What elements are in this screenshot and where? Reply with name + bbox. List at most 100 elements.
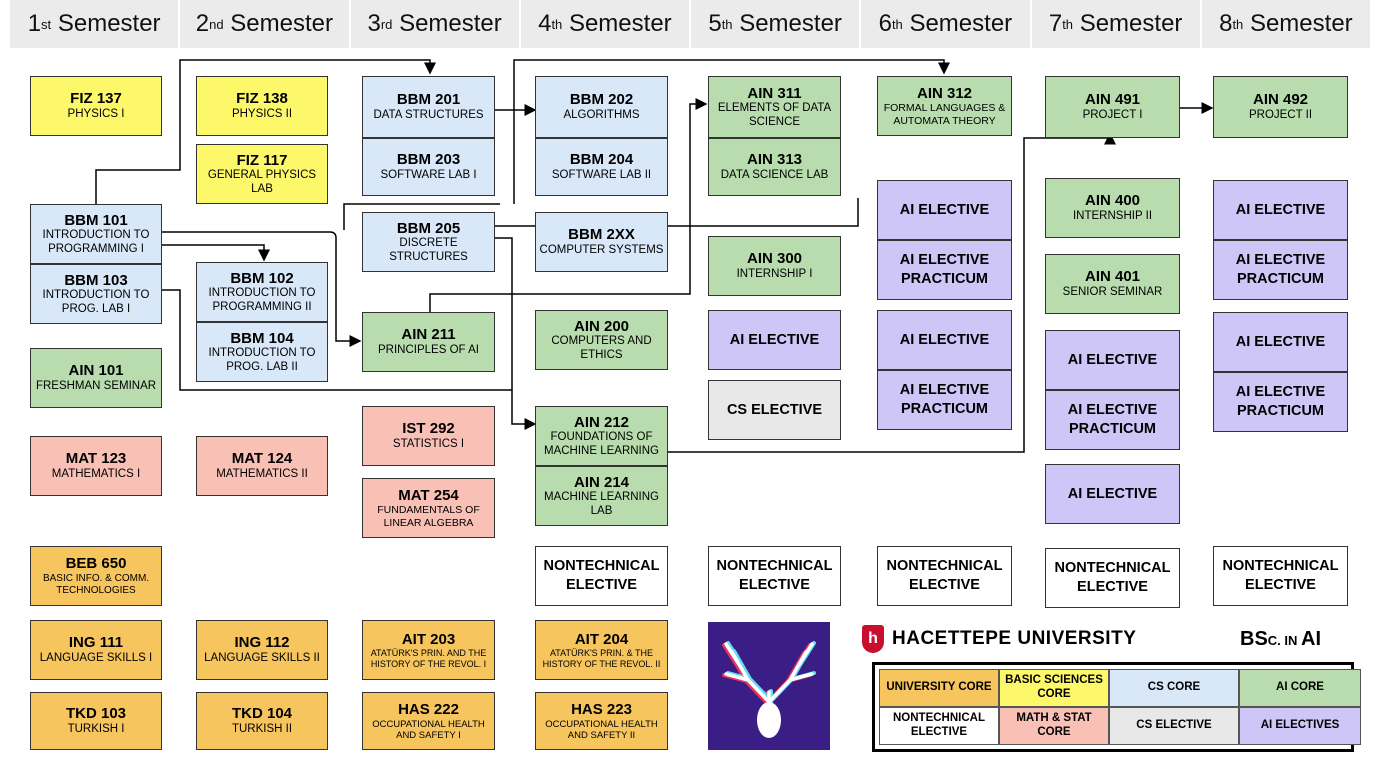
course-beb650[interactable]: BEB 650 BASIC INFO. & COMM. TECHNOLOGIES: [30, 546, 162, 606]
course-ait204[interactable]: AIT 204 ATATÜRK'S PRIN. & THE HISTORY OF…: [535, 620, 668, 680]
course-title: COMPUTERS AND ETHICS: [551, 335, 652, 361]
course-code: AIN 212: [573, 413, 630, 431]
deer-antler-icon: [708, 622, 830, 750]
course-mat254[interactable]: MAT 254 FUNDAMENTALS OF LINEAR ALGEBRA: [362, 478, 495, 538]
ai-elective-practicum-8a[interactable]: AI ELECTIVE PRACTICUM: [1213, 240, 1348, 300]
course-ain492[interactable]: AIN 492 PROJECT II: [1213, 76, 1348, 138]
course-title: MATHEMATICS I: [51, 468, 141, 481]
course-ait203[interactable]: AIT 203 ATATÜRK'S PRIN. AND THE HISTORY …: [362, 620, 495, 680]
ai-elective-practicum-6b[interactable]: AI ELECTIVE PRACTICUM: [877, 370, 1012, 430]
ai-elective-practicum-7[interactable]: AI ELECTIVE PRACTICUM: [1045, 390, 1180, 450]
course-tkd104[interactable]: TKD 104 TURKISH II: [196, 692, 328, 750]
course-bbm201[interactable]: BBM 201 DATA STRUCTURES: [362, 76, 495, 138]
course-fiz138[interactable]: FIZ 138 PHYSICS II: [196, 76, 328, 136]
course-ain200[interactable]: AIN 200 COMPUTERS AND ETHICS: [535, 310, 668, 370]
course-tkd103[interactable]: TKD 103 TURKISH I: [30, 692, 162, 750]
elective-label: AI ELECTIVE: [1235, 201, 1326, 218]
ai-elective-8b[interactable]: AI ELECTIVE: [1213, 312, 1348, 372]
course-code: HAS 222: [398, 700, 459, 718]
course-title: DATA STRUCTURES: [373, 109, 484, 122]
course-bbm103[interactable]: BBM 103 INTRODUCTION TO PROG. LAB I: [30, 264, 162, 324]
ai-elective-7a[interactable]: AI ELECTIVE: [1045, 330, 1180, 390]
arrow-bbm103-ain212: [162, 289, 537, 430]
course-title: ALGORITHMS: [563, 109, 640, 122]
course-title: INTRODUCTION TO PROGRAMMING II: [208, 287, 316, 313]
course-code: AIN 300: [746, 250, 803, 268]
ai-elective-5[interactable]: AI ELECTIVE: [708, 310, 841, 370]
course-ain300[interactable]: AIN 300 INTERNSHIP I: [708, 236, 841, 296]
course-mat124[interactable]: MAT 124 MATHEMATICS II: [196, 436, 328, 496]
course-title: LANGUAGE SKILLS I: [39, 652, 153, 665]
cs-elective-5[interactable]: CS ELECTIVE: [708, 380, 841, 440]
legend-cs-core: CS CORE: [1109, 669, 1239, 707]
nontechnical-elective-4[interactable]: NONTECHNICAL ELECTIVE: [535, 546, 668, 606]
course-title: TURKISH II: [231, 723, 293, 736]
course-code: AIN 101: [68, 362, 124, 380]
course-has222[interactable]: HAS 222 OCCUPATIONAL HEALTH AND SAFETY I: [362, 692, 495, 750]
course-code: AIN 400: [1084, 192, 1141, 210]
arrow-bbm101-bbm102: [162, 244, 270, 262]
course-bbm2xx[interactable]: BBM 2XX COMPUTER SYSTEMS: [535, 212, 668, 272]
elective-label: AI ELECTIVE: [1067, 351, 1158, 368]
course-code: MAT 123: [65, 450, 127, 468]
course-code: TKD 103: [65, 705, 127, 723]
course-ain313[interactable]: AIN 313 DATA SCIENCE LAB: [708, 138, 841, 196]
nontechnical-elective-8[interactable]: NONTECHNICAL ELECTIVE: [1213, 546, 1348, 606]
ai-elective-8a[interactable]: AI ELECTIVE: [1213, 180, 1348, 240]
course-title: ATATÜRK'S PRIN. AND THE HISTORY OF THE R…: [370, 648, 487, 669]
course-bbm204[interactable]: BBM 204 SOFTWARE LAB II: [535, 138, 668, 196]
course-ain101[interactable]: AIN 101 FRESHMAN SEMINAR: [30, 348, 162, 408]
course-ist292[interactable]: IST 292 STATISTICS I: [362, 406, 495, 466]
legend-cs-elective: CS ELECTIVE: [1109, 707, 1239, 745]
course-bbm202[interactable]: BBM 202 ALGORITHMS: [535, 76, 668, 138]
course-ain311[interactable]: AIN 311 ELEMENTS OF DATA SCIENCE: [708, 76, 841, 138]
legend-math-stat-core: MATH & STAT CORE: [999, 707, 1109, 745]
course-fiz137[interactable]: FIZ 137 PHYSICS I: [30, 76, 162, 136]
course-title: PRINCIPLES OF AI: [378, 344, 479, 357]
arrow-ain201-ain312: [513, 59, 950, 204]
course-ain214[interactable]: AIN 214 MACHINE LEARNING LAB: [535, 466, 668, 526]
course-code: AIN 491: [1084, 91, 1141, 109]
course-ing112[interactable]: ING 112 LANGUAGE SKILLS II: [196, 620, 328, 680]
course-fiz117[interactable]: FIZ 117 GENERAL PHYSICS LAB: [196, 144, 328, 204]
course-ain401[interactable]: AIN 401 SENIOR SEMINAR: [1045, 254, 1180, 314]
ai-elective-practicum-6a[interactable]: AI ELECTIVE PRACTICUM: [877, 240, 1012, 300]
course-ain400[interactable]: AIN 400 INTERNSHIP II: [1045, 178, 1180, 238]
course-bbm102[interactable]: BBM 102 INTRODUCTION TO PROGRAMMING II: [196, 262, 328, 322]
course-ain312[interactable]: AIN 312 FORMAL LANGUAGES & AUTOMATA THEO…: [877, 76, 1012, 136]
elective-label: AI ELECTIVE PRACTICUM: [899, 252, 990, 287]
course-mat123[interactable]: MAT 123 MATHEMATICS I: [30, 436, 162, 496]
course-ing111[interactable]: ING 111 LANGUAGE SKILLS I: [30, 620, 162, 680]
course-code: FIZ 138: [236, 90, 288, 108]
arrow-bbm101-bbm201: [95, 59, 436, 204]
elective-label: AI ELECTIVE: [899, 201, 990, 218]
arrow-to-ain312: [343, 203, 500, 230]
course-bbm104[interactable]: BBM 104 INTRODUCTION TO PROG. LAB II: [196, 322, 328, 382]
course-code: FIZ 117: [236, 151, 288, 169]
course-title: INTRODUCTION TO PROGRAMMING I: [42, 229, 150, 255]
nontechnical-elective-6[interactable]: NONTECHNICAL ELECTIVE: [877, 546, 1012, 606]
course-title: SENIOR SEMINAR: [1062, 286, 1163, 299]
elective-label: NONTECHNICAL ELECTIVE: [716, 558, 833, 593]
nontechnical-elective-5[interactable]: NONTECHNICAL ELECTIVE: [708, 546, 841, 606]
course-ain212[interactable]: AIN 212 FOUNDATIONS OF MACHINE LEARNING: [535, 406, 668, 466]
course-title: MATHEMATICS II: [216, 468, 308, 481]
ai-elective-7b[interactable]: AI ELECTIVE: [1045, 464, 1180, 524]
course-code: AIN 401: [1084, 268, 1141, 286]
course-ain211[interactable]: AIN 211 PRINCIPLES OF AI: [362, 312, 495, 372]
ai-elective-6b[interactable]: AI ELECTIVE: [877, 310, 1012, 370]
nontechnical-elective-7[interactable]: NONTECHNICAL ELECTIVE: [1045, 548, 1180, 608]
course-has223[interactable]: HAS 223 OCCUPATIONAL HEALTH AND SAFETY I…: [535, 692, 668, 750]
course-ain491[interactable]: AIN 491 PROJECT I: [1045, 76, 1180, 138]
legend-ai-electives: AI ELECTIVES: [1239, 707, 1361, 745]
legend-nontechnical-elective: NONTECHNICAL ELECTIVE: [879, 707, 999, 745]
course-bbm101[interactable]: BBM 101 INTRODUCTION TO PROGRAMMING I: [30, 204, 162, 264]
course-bbm203[interactable]: BBM 203 SOFTWARE LAB I: [362, 138, 495, 196]
course-title: OCCUPATIONAL HEALTH AND SAFETY I: [372, 718, 485, 741]
ai-elective-6a[interactable]: AI ELECTIVE: [877, 180, 1012, 240]
ai-elective-practicum-8b[interactable]: AI ELECTIVE PRACTICUM: [1213, 372, 1348, 432]
course-bbm205[interactable]: BBM 205 DISCRETE STRUCTURES: [362, 212, 495, 272]
